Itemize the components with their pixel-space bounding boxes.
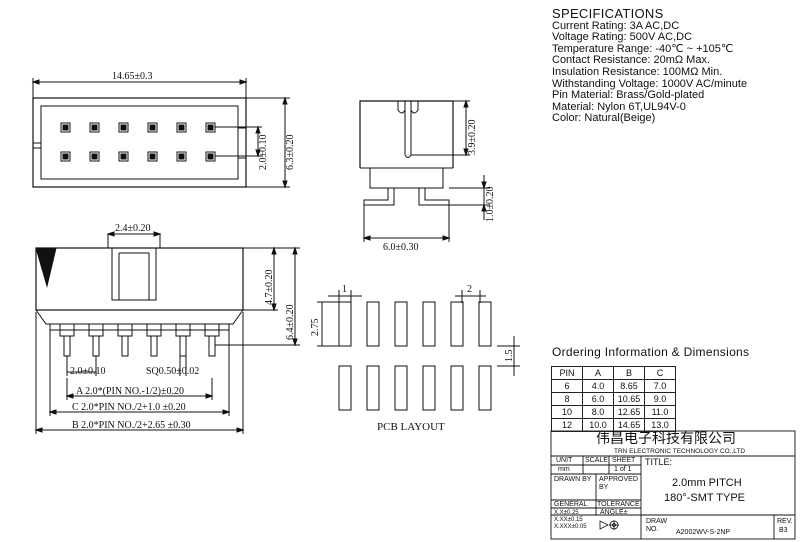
table-cell: 12 <box>551 418 583 432</box>
table-header: A <box>582 366 614 380</box>
spec-line: Contact Resistance: 20mΩ Max. <box>552 54 711 67</box>
spec-line: Withstanding Voltage: 1000V AC/minute <box>552 77 748 90</box>
title-label: TITLE: <box>645 457 673 467</box>
specifications-block: SPECIFICATIONS Current Rating: 3A AC,DC … <box>552 6 748 125</box>
specifications-title: SPECIFICATIONS <box>552 6 664 21</box>
rev-label: REV. <box>777 518 793 525</box>
pcb-pad-row-1 <box>338 301 492 347</box>
tolerance-1: X.X±0.25 <box>554 510 579 516</box>
draw-no-label: DRAW NO. <box>646 518 668 533</box>
dim-b-formula: B 2.0*PIN NO./2+2.65 ±0.30 <box>72 420 191 431</box>
front-pin-6 <box>204 323 220 357</box>
table-cell: 10.0 <box>582 418 614 432</box>
general-label: GENERAL <box>554 501 588 508</box>
sheet-label: SHEET <box>612 457 636 464</box>
front-pin-1 <box>59 323 75 357</box>
draw-no-value: A2002WV-S-2NP <box>676 529 731 536</box>
top-width-dim: 14.65±0.3 <box>112 71 153 82</box>
table-cell: 7.0 <box>644 379 676 393</box>
table-header: PIN <box>551 366 583 380</box>
pin-pitch-dim: 2.0±0.10 <box>70 366 106 377</box>
spec-line: Voltage Rating: 500V AC,DC <box>552 31 693 44</box>
pcb-pitch-dim: 2 <box>467 284 472 295</box>
tolerance-label: TOLERANCE <box>597 501 640 508</box>
front-pin-3 <box>117 323 133 357</box>
title-line-1: 2.0mm PITCH <box>672 477 742 489</box>
table-row: 10 8.0 12.65 11.0 <box>551 405 676 419</box>
pcb-layout: 1 2 2.75 1.5 PCB LAYOUT <box>310 284 520 433</box>
table-cell: 10 <box>551 405 583 419</box>
side-width-dim: 6.0±0.30 <box>383 242 419 253</box>
pin-square-dim: SQ0.50±0.02 <box>146 366 199 377</box>
table-cell: 8 <box>551 392 583 406</box>
spec-line: Insulation Resistance: 100MΩ Min. <box>552 65 723 78</box>
scale-label: SCALE <box>585 457 608 464</box>
unit-value: mm <box>558 466 570 473</box>
table-cell: 13.0 <box>644 418 676 432</box>
approved-by-label: APPROVED BY <box>599 476 638 491</box>
ordering-title: Ordering Information & Dimensions <box>552 345 750 359</box>
dim-c-formula: C 2.0*PIN NO./2+1.0 ±0.20 <box>72 402 186 413</box>
pcb-pad-width-dim: 1 <box>342 284 347 295</box>
tolerance-3: X.XXX±0.05 <box>554 524 587 530</box>
table-cell: 6 <box>551 379 583 393</box>
front-view: 2.4±0.20 4.7±0.20 6.4±0.20 2.0±0.10 <box>34 223 300 434</box>
table-header-row: PIN A B C <box>551 366 676 380</box>
pcb-pad-height-dim: 2.75 <box>310 319 321 337</box>
table-cell: 11.0 <box>644 405 676 419</box>
latch-width-dim: 2.4±0.20 <box>115 223 151 234</box>
table-row: 6 4.0 8.65 7.0 <box>551 379 676 393</box>
spec-line: Temperature Range: -40℃ ~ +105℃ <box>552 42 734 55</box>
unit-label: UNIT <box>556 457 573 464</box>
top-view: 14.65±0.3 2.0±0.10 <box>31 71 296 189</box>
top-height-dim: 6.3±0.20 <box>285 135 296 171</box>
table-header: C <box>644 366 676 380</box>
front-pin-2 <box>88 323 104 357</box>
top-pin-row-2 <box>60 151 216 162</box>
table-cell: 4.0 <box>582 379 614 393</box>
company-name-cn: 伟昌电子科技有限公司 <box>596 431 736 447</box>
front-pin-5 <box>175 323 191 357</box>
total-height-dim: 6.4±0.20 <box>285 305 296 341</box>
table-row: 8 6.0 10.65 9.0 <box>551 392 676 406</box>
body-height-dim: 4.7±0.20 <box>264 270 275 306</box>
spec-line: Material: Nylon 6T,UL94V-0 <box>552 100 686 113</box>
side-view: 3.9±0.20 1.0±0.20 6.0±0.30 <box>359 99 496 253</box>
top-pin-row-1 <box>60 122 216 133</box>
pcb-gap-dim: 1.5 <box>504 350 515 363</box>
angle-label: ANGLE± <box>600 509 628 516</box>
title-line-2: 180°-SMT TYPE <box>664 492 746 504</box>
table-cell: 8.0 <box>582 405 614 419</box>
sheet-value: 1 of 1 <box>614 466 632 473</box>
rev-value: B3 <box>779 527 788 534</box>
angle-projection-icon <box>599 520 619 530</box>
dim-a-formula: A 2.0*(PIN NO.-1/2)±0.20 <box>76 386 184 397</box>
company-name-en: TRN ELECTRONIC TECHNOLOGY CO.,LTD <box>614 448 746 455</box>
table-cell: 6.0 <box>582 392 614 406</box>
side-slot-dim: 3.9±0.20 <box>467 120 478 156</box>
table-row: 12 10.0 14.65 13.0 <box>551 418 676 432</box>
spec-line: Color: Natural(Beige) <box>552 112 656 125</box>
pcb-layout-label: PCB LAYOUT <box>377 421 445 433</box>
table-cell: 14.65 <box>613 418 645 432</box>
spec-line: Pin Material: Brass/Gold-plated <box>552 89 705 102</box>
side-foot-dim: 1.0±0.20 <box>485 187 496 223</box>
spec-line: Current Rating: 3A AC,DC <box>552 19 680 32</box>
ordering-table: PIN A B C 6 4.0 8.65 7.0 8 6.0 10.65 9.0… <box>551 366 676 432</box>
drawn-by-label: DRAWN BY <box>554 476 592 483</box>
front-pin-4 <box>146 323 162 357</box>
table-cell: 8.65 <box>613 379 645 393</box>
row-pitch-dim: 2.0±0.10 <box>258 135 269 171</box>
table-cell: 12.65 <box>613 405 645 419</box>
pcb-pad-row-2 <box>338 365 492 411</box>
table-header: B <box>613 366 645 380</box>
table-cell: 10.65 <box>613 392 645 406</box>
tolerance-2: X.XX±0.15 <box>554 517 583 523</box>
table-cell: 9.0 <box>644 392 676 406</box>
